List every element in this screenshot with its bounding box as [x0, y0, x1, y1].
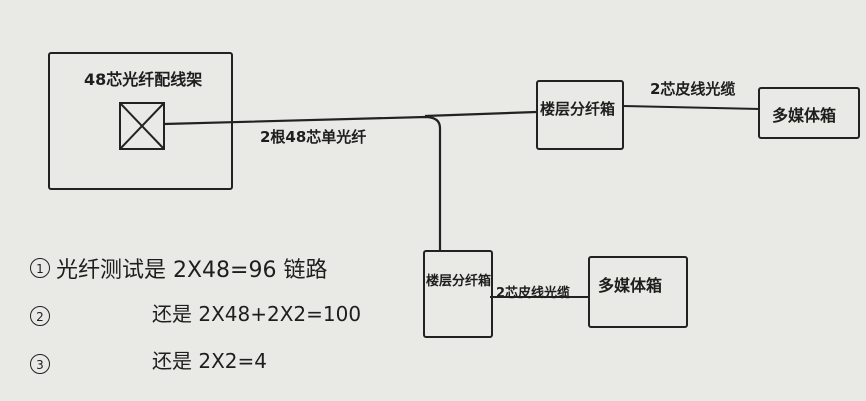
- distribution-frame-label: 48芯光纤配线架: [84, 70, 203, 89]
- floor-box-1-label: 楼层分纤箱: [540, 100, 616, 118]
- branch-to-floor-box-1: [424, 110, 537, 118]
- multimedia-box-1-label: 多媒体箱: [772, 106, 837, 125]
- note-3-number: 3: [30, 354, 50, 374]
- note-2-text: 还是 2X48+2X2=100: [152, 302, 362, 326]
- note-2-number: 2: [30, 306, 50, 326]
- note-1-number: 1: [30, 258, 50, 278]
- floor-box-2: [423, 250, 493, 338]
- multimedia-box-2: [588, 256, 688, 328]
- distribution-frame-box: [48, 52, 233, 190]
- floor-box-1: [536, 80, 624, 150]
- trunk-cable-label: 2根48芯单光纤: [260, 128, 367, 146]
- drop-cable-1-label: 2芯皮线光缆: [650, 80, 736, 98]
- multimedia-box-1: [758, 87, 860, 139]
- multimedia-box-2-label: 多媒体箱: [598, 276, 663, 295]
- drop-cable-2-label: 2芯皮线光缆: [496, 286, 571, 301]
- drop-line-1: [621, 105, 761, 110]
- port-symbol-icon: [119, 102, 165, 150]
- note-1-text: 光纤测试是 2X48=96 链路: [56, 258, 328, 283]
- note-3-text: 还是 2X2=4: [152, 349, 267, 373]
- trunk-line: [163, 115, 442, 250]
- floor-box-2-label: 楼层分纤箱: [426, 274, 492, 289]
